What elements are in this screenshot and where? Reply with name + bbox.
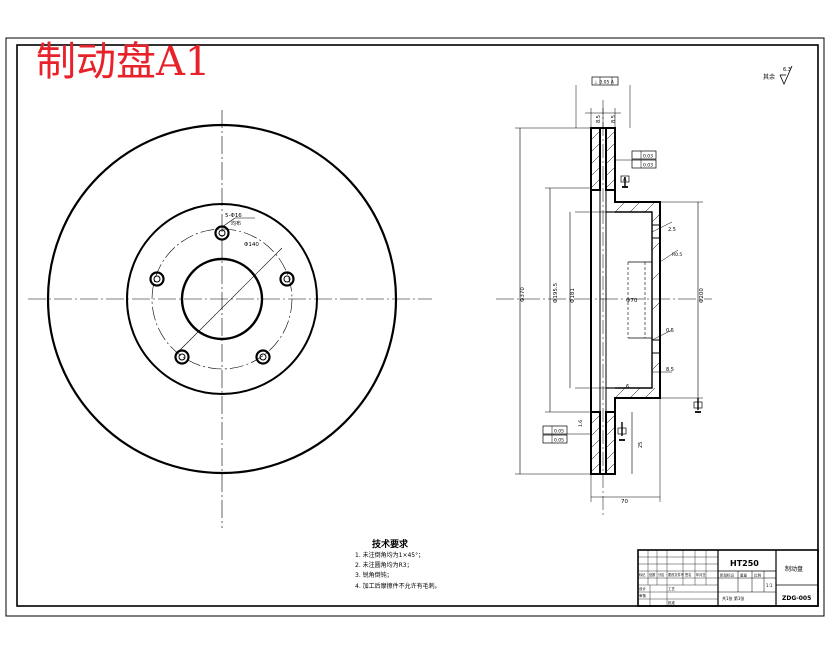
datum-frame-leader: [575, 85, 631, 128]
hole-callout: 5-Φ16: [225, 213, 242, 219]
inner-border: [16, 44, 819, 607]
outer-border: [5, 37, 825, 617]
dim-right-thick: 8.5: [611, 115, 617, 123]
bolt-hole: [218, 229, 226, 237]
title-block-role: 审核: [639, 593, 647, 598]
bolt-hole: [174, 349, 190, 365]
tol-top-2: 0.03: [643, 163, 653, 169]
title-block-row-label: 标记: [639, 572, 646, 577]
center-bore: [180, 257, 264, 341]
title-block-material: HT250: [730, 559, 759, 568]
section-view: [496, 76, 712, 516]
title-block: [637, 549, 819, 607]
dim-r-small: R0.5: [672, 252, 682, 258]
front-view: [28, 110, 432, 528]
bolt-hole: [178, 353, 186, 361]
title-block-role: 工艺: [668, 586, 676, 591]
bolt-hole: [153, 275, 161, 283]
dim-hub-dia: Φ181: [570, 288, 576, 303]
tech-item: 2. 未注圆角均为R3；: [355, 561, 413, 569]
dim-inner-dia: Φ195.5: [553, 282, 559, 303]
tol-top-1: 0.03: [643, 154, 653, 160]
r-leader: [651, 329, 673, 341]
roughness-symbol: [779, 65, 793, 85]
bolt-hole: [255, 349, 271, 365]
title-block-stage: 阶段标记: [720, 573, 734, 578]
title-block-role: 设计: [639, 586, 647, 591]
bolt-holes: [149, 225, 295, 365]
tol-frame: [631, 159, 657, 169]
title-block-row-label: 处数: [649, 572, 656, 577]
title-block-scale-label: 比例: [754, 573, 762, 578]
datum-frame-text: ⊥ 0.05 A: [594, 80, 615, 86]
title-block-weight: 重量: [740, 573, 748, 578]
dim-small: 1.6: [578, 420, 584, 427]
datum-symbol-b: [693, 398, 703, 413]
tech-item: 4. 加工后摩擦件不允许有毛刺。: [355, 582, 441, 590]
tol-bot-1: 0.05: [554, 429, 564, 435]
dim-width: 70: [621, 499, 628, 505]
dim-side: 25: [638, 442, 644, 448]
dim-note-b: 0.5: [666, 328, 674, 334]
bolt-pitch-circle: [151, 228, 293, 370]
bolt-hole: [149, 271, 165, 287]
r-leader: [659, 249, 679, 263]
hatching: [590, 130, 661, 473]
datum-frame: [591, 76, 619, 86]
roughness-label: 其余: [763, 73, 775, 81]
hole-leader: [221, 217, 236, 228]
tech-item: 3. 锐角倒钝；: [355, 571, 393, 579]
drawing-title: 制动盘A1: [36, 39, 210, 85]
hole-callout-sub: 均布: [231, 220, 241, 227]
bolt-hole: [283, 275, 291, 283]
hat-section: [614, 190, 661, 412]
tech-item: 1. 未注倒角均为1×45°；: [355, 551, 424, 559]
title-block-row-label: 年月日: [696, 572, 706, 577]
pcd-leader: [177, 247, 283, 353]
hub-outer-edge: [126, 203, 318, 395]
datum-a-label: A: [623, 177, 627, 183]
title-block-sheet: 共1张 第1张: [722, 595, 744, 601]
tol-frame: [631, 150, 657, 160]
bolt-hole: [279, 271, 295, 287]
title-block-row-label: 分区: [658, 572, 665, 577]
bolt-hole: [214, 225, 230, 241]
dim-note-a: 2.5: [668, 227, 676, 233]
title-block-row-label: 签名: [685, 572, 691, 577]
dim-note-c: 8.5: [666, 367, 674, 373]
tech-heading: 技术要求: [372, 538, 409, 550]
r-leader: [651, 221, 673, 233]
bolt-hole: [259, 353, 267, 361]
tol-frame: [542, 425, 568, 435]
datum-symbol-c: [617, 422, 627, 441]
datum-symbol-a: [620, 175, 630, 188]
hat-section-inner: [615, 211, 653, 389]
title-block-part-name: 制动盘: [785, 565, 803, 573]
title-block-row-label: 更改文件号: [668, 572, 684, 577]
pcd-callout: Φ140: [244, 242, 259, 248]
title-block-scale: 1:1: [766, 583, 773, 588]
disc-outer-edge: [46, 123, 398, 475]
title-block-drawing-no: ZDG-005: [782, 595, 811, 602]
dim-left-thick: 8.5: [596, 115, 602, 123]
title-block-role: 批准: [668, 600, 676, 605]
dim-center-bore: Φ70: [626, 298, 638, 304]
roughness-value: 6.3: [783, 67, 791, 73]
dim-right-dia: Φ200: [699, 288, 705, 303]
tol-frame: [542, 434, 568, 444]
dim-outer-dia: Φ370: [520, 287, 526, 302]
dim-note-d: 6: [626, 384, 629, 390]
tol-bot-2: 0.05: [554, 438, 564, 444]
